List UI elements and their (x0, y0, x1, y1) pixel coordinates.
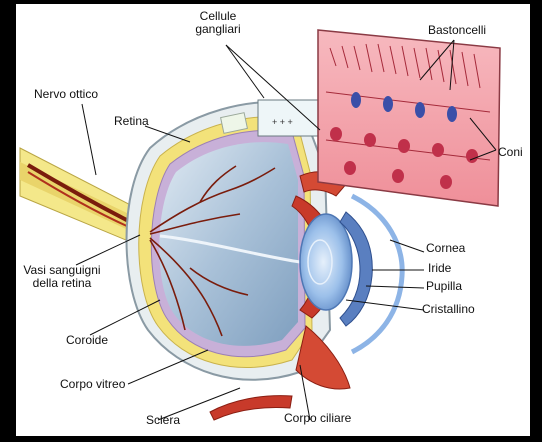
label-nervo-ottico: Nervo ottico (34, 88, 98, 101)
eye-muscle (210, 396, 292, 420)
label-pupilla: Pupilla (426, 280, 462, 293)
label-coni: Coni (498, 146, 523, 159)
label-cellule-gangliari: Cellule gangliari (180, 10, 256, 36)
svg-text:+ + +: + + + (272, 117, 293, 127)
label-sclera: Sclera (146, 414, 180, 427)
label-coroide: Coroide (66, 334, 108, 347)
label-cornea: Cornea (426, 242, 465, 255)
label-cristallino: Cristallino (422, 303, 475, 316)
label-corpo-ciliare: Corpo ciliare (284, 412, 351, 425)
label-corpo-vitreo: Corpo vitreo (60, 378, 125, 391)
label-bastoncelli: Bastoncelli (428, 24, 486, 37)
label-vasi-sanguigni: Vasi sanguigni della retina (16, 264, 108, 290)
label-retina: Retina (114, 115, 149, 128)
label-iride: Iride (428, 262, 451, 275)
